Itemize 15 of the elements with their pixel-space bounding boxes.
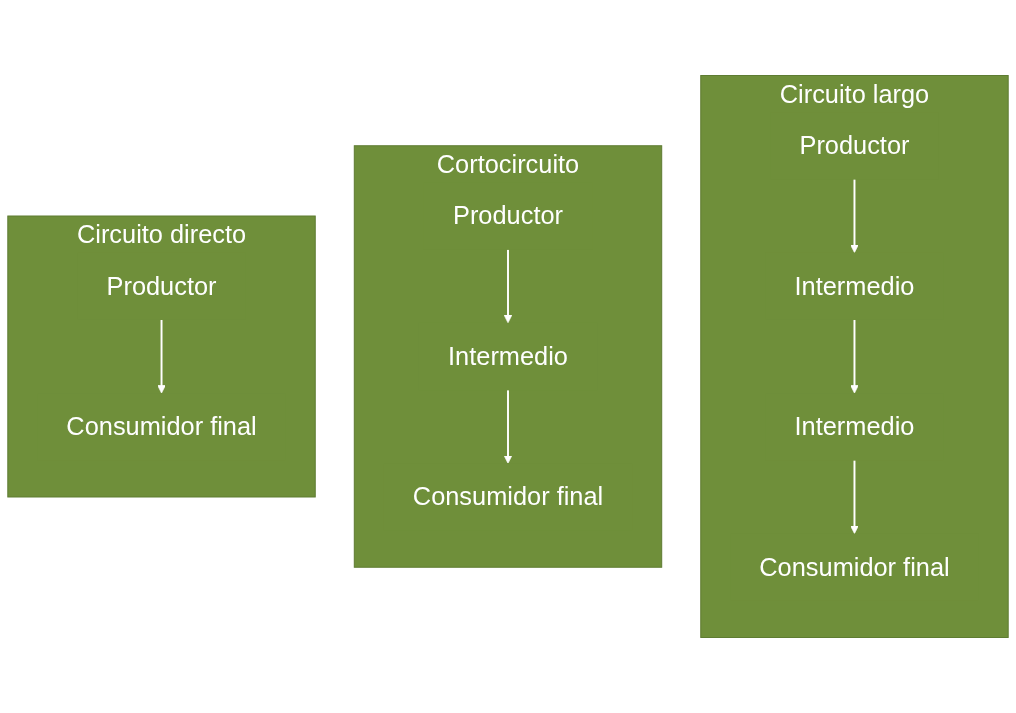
arrow: [850, 459, 859, 534]
node-text: Productor: [106, 271, 217, 301]
node-text: Consumidor final: [66, 411, 257, 441]
node-text: Consumidor final: [759, 552, 950, 582]
arrow: [503, 389, 513, 464]
node-text: Intermedio: [448, 341, 568, 371]
node-text: Intermedio: [794, 271, 915, 301]
node-text: Intermedio: [794, 411, 915, 441]
node-text: Consumidor final: [412, 481, 604, 512]
node-text: Productor: [453, 200, 563, 231]
arrow: [850, 178, 859, 253]
node-text: Productor: [799, 130, 910, 160]
arrow: [503, 248, 513, 324]
arrow: [157, 318, 166, 394]
arrow: [850, 318, 859, 394]
